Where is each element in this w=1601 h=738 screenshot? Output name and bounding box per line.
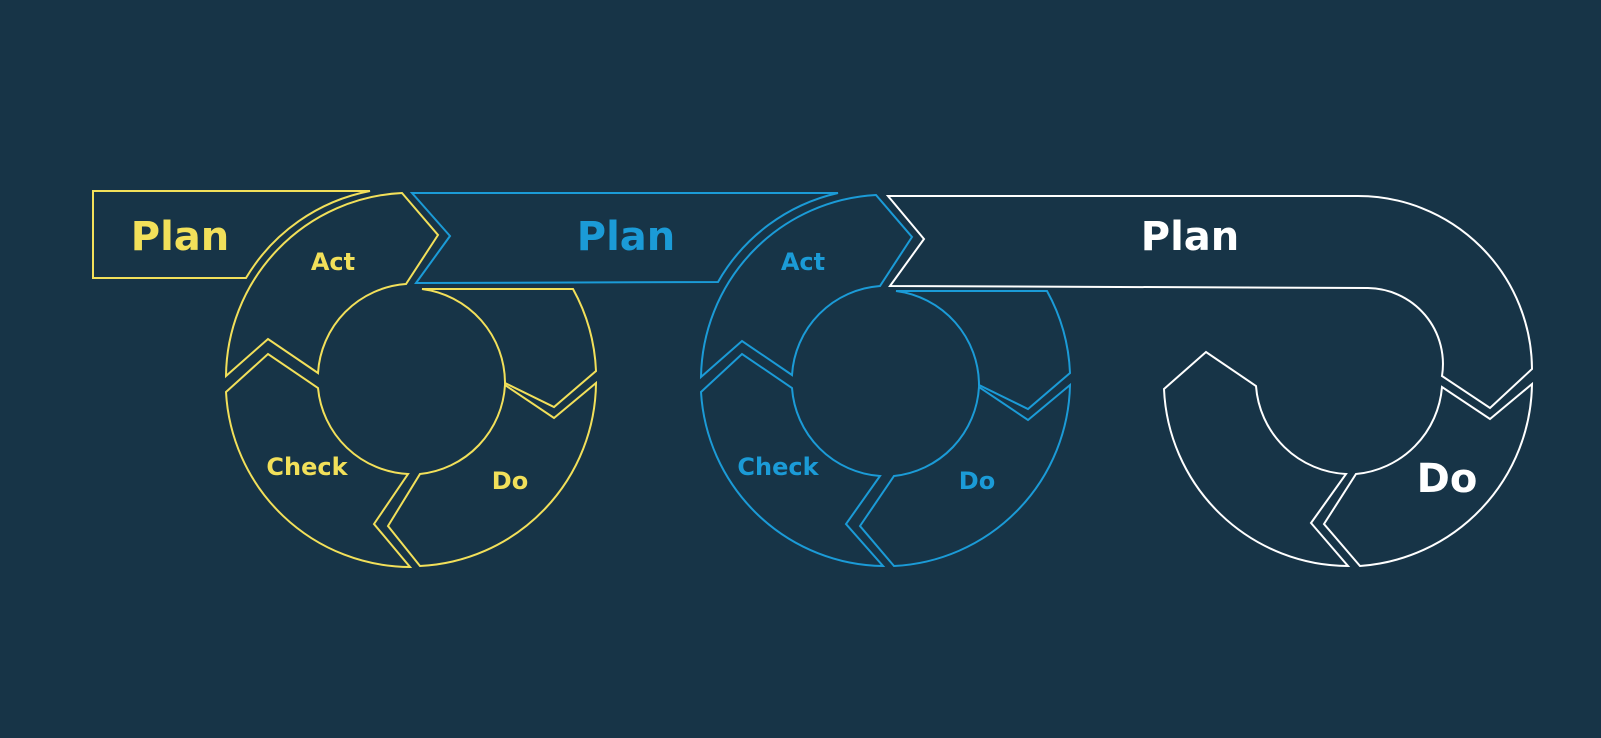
plan-label-1: Plan	[131, 214, 230, 260]
do-label-3: Do	[1417, 456, 1478, 502]
check-segment-1	[224, 352, 413, 569]
do-segment-2	[895, 290, 1072, 411]
do-segment-2-lower	[858, 382, 1072, 568]
plan-banner-3	[885, 195, 1534, 410]
do-segment-1-lower	[386, 380, 598, 568]
plan-label-2: Plan	[577, 214, 676, 260]
plan-banner-2	[409, 192, 839, 285]
act-segment-2	[699, 193, 914, 380]
pdca-cycle-2	[409, 192, 1072, 568]
plan-banner-1	[92, 190, 371, 279]
pdca-cycle-3	[885, 195, 1534, 568]
act-label-2: Act	[781, 248, 825, 276]
act-segment-1	[224, 191, 440, 379]
do-segment-3	[1322, 381, 1534, 568]
pdca-cycle-1	[92, 190, 598, 569]
plan-label-3: Plan	[1141, 214, 1240, 260]
do-label-1: Do	[492, 467, 528, 495]
act-label-1: Act	[311, 248, 355, 276]
check-segment-2	[699, 352, 886, 568]
check-label-1: Check	[266, 453, 348, 481]
check-segment-3	[1162, 350, 1351, 568]
do-segment-1	[421, 288, 598, 409]
do-label-2: Do	[959, 467, 995, 495]
check-label-2: Check	[737, 453, 819, 481]
